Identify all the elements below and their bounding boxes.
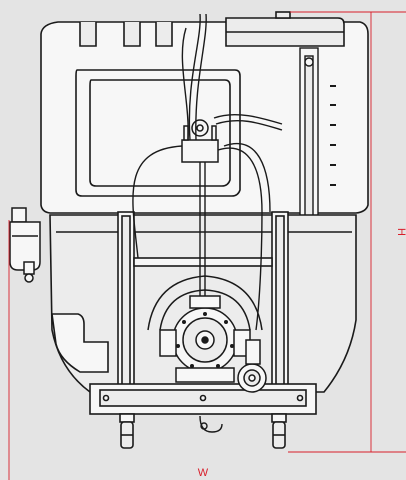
right-wheel	[271, 413, 287, 449]
left-wheel	[119, 413, 135, 449]
width-label: W	[198, 467, 209, 479]
dimension-lines	[8, 11, 406, 480]
pump-bolts	[176, 312, 234, 368]
upper-tank	[40, 11, 369, 214]
side-filter	[9, 207, 41, 283]
pulley	[237, 339, 267, 393]
pump	[147, 275, 263, 383]
height-label: H	[395, 228, 406, 236]
hoses	[132, 13, 283, 331]
tank-feet	[199, 415, 223, 433]
frame	[89, 211, 317, 415]
